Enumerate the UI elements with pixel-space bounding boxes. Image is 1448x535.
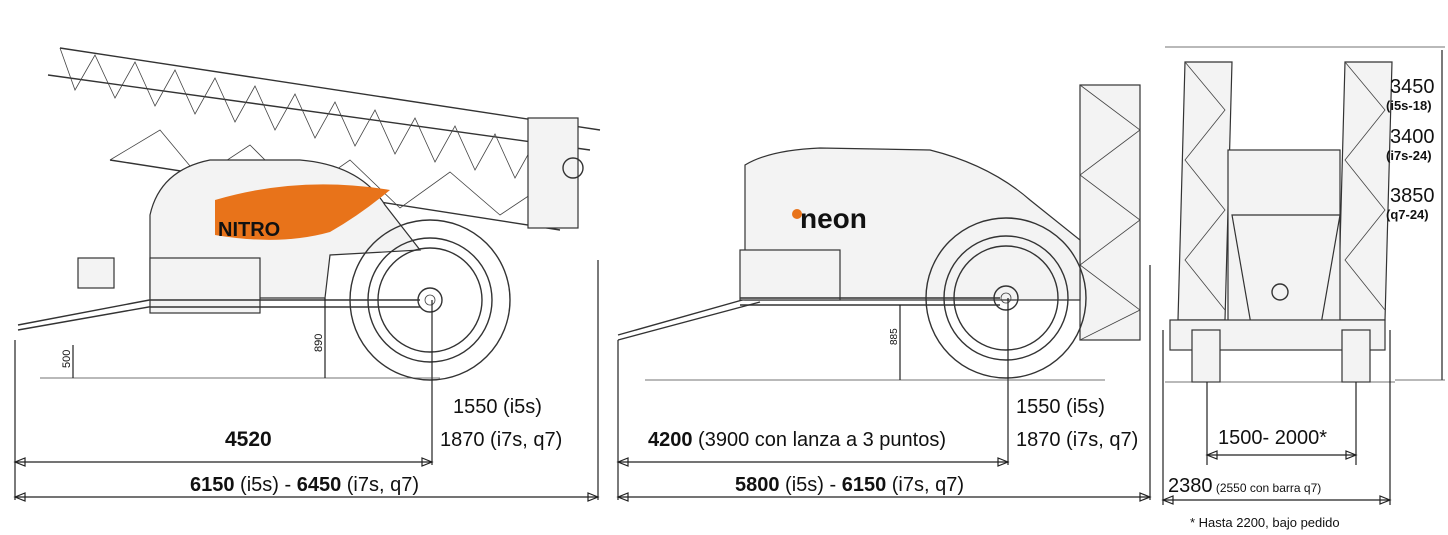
rear-machine-drawing bbox=[1169, 61, 1393, 383]
rear-width-value: 2380 bbox=[1168, 475, 1213, 497]
nitro-dimensions bbox=[13, 260, 600, 502]
rear-dimensions bbox=[1161, 46, 1445, 505]
neon-wheel-note-2: 1870 (i7s, q7) bbox=[1016, 429, 1138, 451]
nitro-machine-drawing: NITRO bbox=[17, 47, 601, 381]
neon-total-b-model: (i7s, q7) bbox=[886, 474, 964, 496]
nitro-wheel-note-2: 1870 (i7s, q7) bbox=[440, 429, 562, 451]
nitro-body-length: 4520 bbox=[225, 428, 272, 451]
rear-width-note: (2550 con barra q7) bbox=[1213, 481, 1322, 495]
rear-total-width: 2380 (2550 con barra q7) bbox=[1168, 475, 1321, 497]
nitro-wheel-note-1: 1550 (i5s) bbox=[453, 396, 542, 418]
nitro-wheel bbox=[349, 219, 511, 381]
neon-logo: neon bbox=[800, 203, 867, 234]
neon-dimensions bbox=[616, 265, 1152, 502]
rear-height-3-model: (q7-24) bbox=[1386, 207, 1429, 222]
nitro-total-a-model: (i5s) - bbox=[235, 474, 297, 496]
height-500-label: 500 bbox=[61, 350, 73, 368]
neon-side-view: neon 885 bbox=[616, 84, 1152, 502]
neon-wheel bbox=[925, 217, 1087, 379]
height-890-label: 890 bbox=[313, 334, 325, 352]
nitro-total-a-value: 6150 bbox=[190, 474, 235, 496]
rear-left-tire bbox=[1191, 329, 1221, 383]
neon-total-a-value: 5800 bbox=[735, 474, 780, 496]
neon-total-length: 5800 (i5s) - 6150 (i7s, q7) bbox=[735, 474, 964, 496]
nitro-decal bbox=[215, 184, 390, 240]
neon-wheel-note-1: 1550 (i5s) bbox=[1016, 396, 1105, 418]
nitro-total-b-value: 6450 bbox=[297, 474, 342, 496]
neon-machine-drawing: neon bbox=[617, 84, 1141, 379]
nitro-logo: NITRO bbox=[218, 219, 280, 241]
rear-right-tire bbox=[1341, 329, 1371, 383]
neon-total-a-model: (i5s) - bbox=[780, 474, 842, 496]
rear-height-1-model: (i5s-18) bbox=[1386, 98, 1432, 113]
neon-body-length-note: (3900 con lanza a 3 puntos) bbox=[693, 429, 947, 451]
neon-body-length-value: 4200 bbox=[648, 429, 693, 451]
nitro-total-b-model: (i7s, q7) bbox=[341, 474, 419, 496]
rear-height-2-model: (i7s-24) bbox=[1386, 148, 1432, 163]
nitro-side-view: NITRO bbox=[13, 47, 601, 502]
rear-height-2-value: 3400 bbox=[1390, 126, 1435, 148]
height-885-label: 885 bbox=[889, 328, 900, 345]
rear-track-width: 1500- 2000* bbox=[1218, 427, 1327, 449]
neon-logo-dot bbox=[792, 209, 802, 219]
nitro-total-length: 6150 (i5s) - 6450 (i7s, q7) bbox=[190, 474, 419, 496]
neon-body-length: 4200 (3900 con lanza a 3 puntos) bbox=[648, 429, 946, 451]
rear-view: 3450 (i5s-18) 3400 (i7s-24) 3850 (q7-24)… bbox=[1161, 46, 1445, 530]
rear-height-3-value: 3850 bbox=[1390, 185, 1435, 207]
rear-height-1-value: 3450 bbox=[1390, 76, 1435, 98]
rear-footnote: * Hasta 2200, bajo pedido bbox=[1190, 515, 1340, 530]
neon-total-b-value: 6150 bbox=[842, 474, 887, 496]
